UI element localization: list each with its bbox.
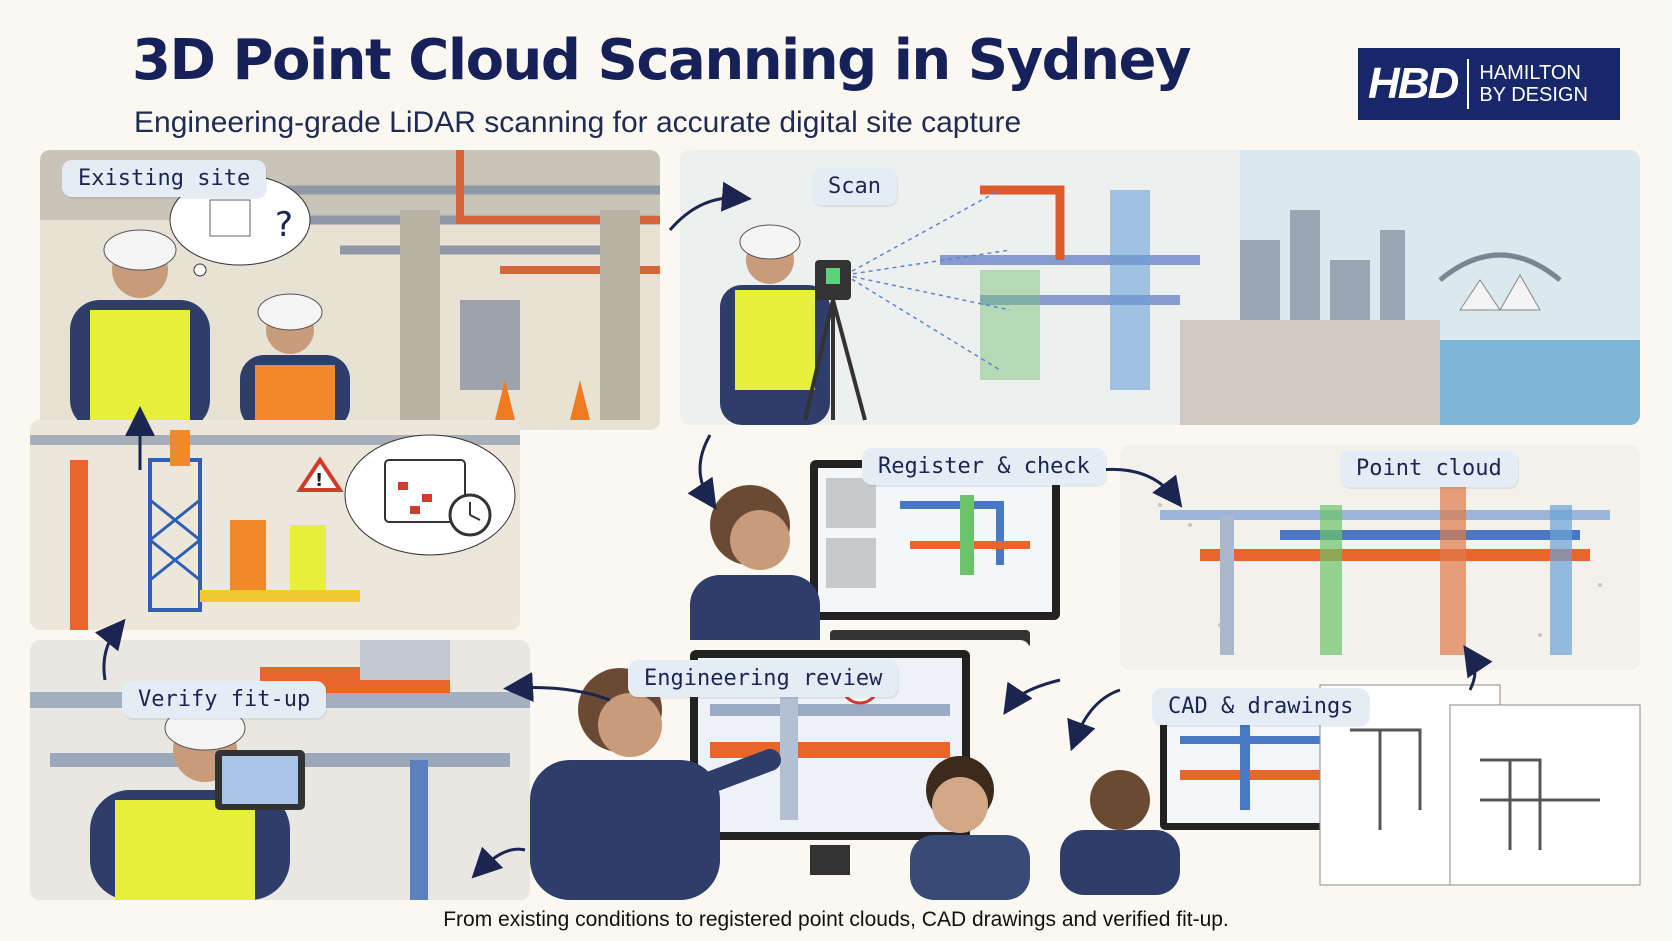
- scan-illustration: [680, 150, 1640, 425]
- panel-installation-site: !: [30, 420, 520, 630]
- point-cloud-illustration: [1120, 445, 1640, 670]
- step-label-engineering-review: Engineering review: [628, 660, 899, 697]
- step-label-point-cloud: Point cloud: [1340, 450, 1518, 487]
- question-icon: ?: [275, 205, 293, 245]
- existing-site-illustration: ?: [40, 150, 660, 430]
- calendar-icon: [384, 459, 466, 523]
- verify-fitup-illustration: [30, 640, 530, 900]
- panel-point-cloud: [1120, 445, 1640, 670]
- logo-line-1: HAMILTON: [1479, 62, 1581, 84]
- step-label-register-check: Register & check: [862, 448, 1106, 485]
- engineering-review-illustration: !: [520, 640, 1030, 900]
- step-label-verify-fitup: Verify fit-up: [122, 681, 327, 718]
- panel-register-check: [690, 445, 1120, 670]
- step-label-existing-site: Existing site: [62, 160, 267, 197]
- warning-icon: [296, 456, 344, 492]
- company-logo: HBD HAMILTON BY DESIGN: [1358, 48, 1620, 120]
- step-label-scan: Scan: [812, 168, 897, 205]
- page-title: 3D Point Cloud Scanning in Sydney: [132, 28, 1192, 93]
- panel-engineering-review: !: [520, 640, 1030, 900]
- panel-verify-fitup: [30, 640, 530, 900]
- svg-text:!: !: [315, 470, 323, 491]
- logo-mark: HBD: [1368, 59, 1470, 109]
- footer-caption: From existing conditions to registered p…: [443, 908, 1229, 931]
- step-label-cad-drawings: CAD & drawings: [1152, 688, 1370, 725]
- panel-existing-site: ?: [40, 150, 660, 430]
- register-check-illustration: [690, 445, 1120, 670]
- panel-scan: [680, 150, 1640, 425]
- logo-text: HAMILTON BY DESIGN: [1479, 62, 1588, 106]
- installation-illustration: !: [30, 420, 520, 630]
- logo-line-2: BY DESIGN: [1479, 84, 1588, 106]
- page-subtitle: Engineering-grade LiDAR scanning for acc…: [134, 106, 1022, 139]
